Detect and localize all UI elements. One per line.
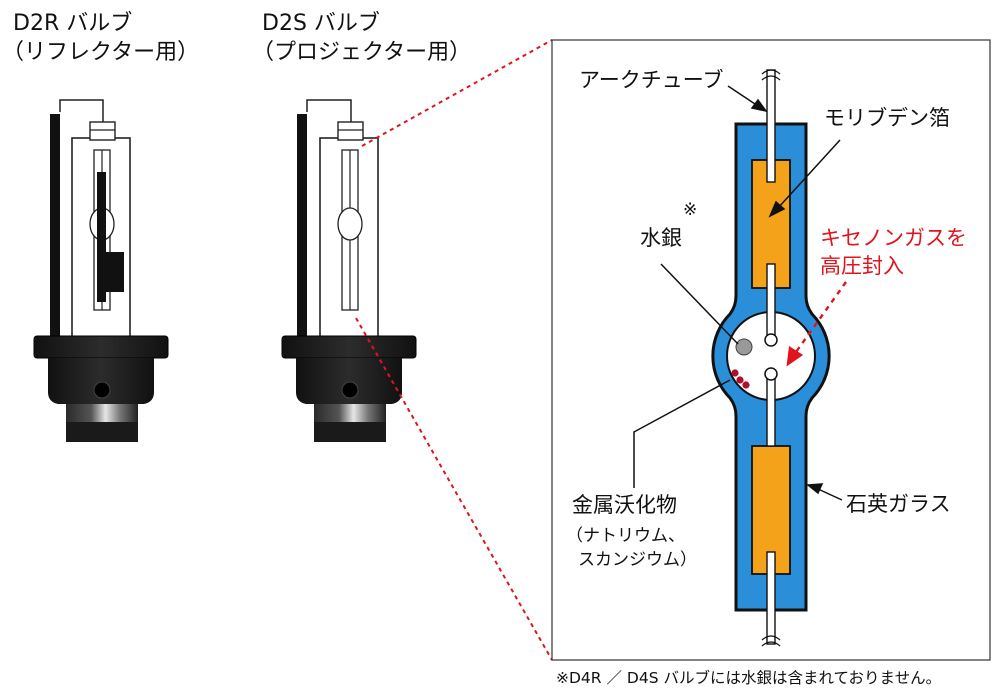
d2s-arc-bulge: [337, 207, 363, 241]
arc-tube-leader: [727, 85, 759, 107]
quartz-leader: [817, 488, 843, 501]
d2s-return-wire: [306, 99, 352, 124]
d2s-base-body: [296, 358, 402, 404]
label-quartz-glass: 石英ガラス: [846, 492, 951, 516]
molybdenum-leader: [777, 139, 841, 209]
d2r-name: D2R バルブ: [13, 11, 133, 36]
d2s-ground-rod: [297, 114, 307, 340]
metal-halide-dot: [742, 381, 750, 389]
label-metal-halide-sub2: スカンジウム）: [578, 550, 697, 570]
metal-halide-dot: [736, 376, 744, 384]
label-mercury: 水銀: [640, 226, 682, 250]
d2r-use: （リフレクター用）: [2, 40, 200, 65]
d2r-shade-block: [100, 252, 124, 292]
d2r-collar: [33, 335, 169, 359]
xenon-arrow: [786, 281, 847, 367]
leader-lines: [633, 85, 843, 501]
d2r-return-wire: [59, 99, 104, 124]
label-molybdenum-foil: モリブデン箔: [824, 106, 950, 130]
label-metal-halide-sub1: （ナトリウム、: [566, 526, 685, 546]
electrode-top: [764, 333, 778, 347]
d2r-metal-ring: [66, 404, 138, 422]
d2s-name: D2S バルブ: [262, 11, 380, 36]
d2s-metal-ring: [314, 404, 386, 422]
label-xenon-line1: キセノンガスを: [820, 226, 967, 250]
mercury-droplet: [735, 338, 753, 356]
d2r-bulb: [33, 99, 169, 442]
label-metal-halide: 金属沃化物: [572, 493, 677, 517]
d2r-connector: [66, 422, 138, 442]
electrode-bottom: [764, 367, 778, 381]
d2r-shade-strip: [97, 172, 106, 302]
zoom-line-bottom: [355, 317, 553, 661]
arc-tube-detail: [711, 69, 831, 647]
mercury-footnote-mark: ※: [683, 200, 698, 220]
d2s-connector: [314, 422, 386, 442]
d2s-collar: [281, 335, 417, 359]
label-arc-tube: アークチューブ: [579, 68, 724, 92]
metal-halide-leader: [633, 379, 731, 488]
label-xenon-line2: 高圧封入: [820, 254, 904, 278]
mercury-leader: [660, 263, 739, 345]
d2r-ground-rod: [50, 114, 60, 340]
footnote: ※D4R ／ D4S バルブには水銀は含まれておりません。: [556, 669, 942, 687]
metal-halide-dot: [731, 369, 739, 377]
d2s-use: （プロジェクター用）: [252, 40, 472, 65]
d2r-base-hole: [93, 381, 111, 399]
d2s-top-cap: [337, 121, 364, 141]
d2s-bulb: [281, 99, 417, 442]
d2s-base-hole: [341, 381, 359, 399]
d2r-top-cap: [89, 121, 116, 141]
d2r-base-body: [48, 358, 154, 404]
